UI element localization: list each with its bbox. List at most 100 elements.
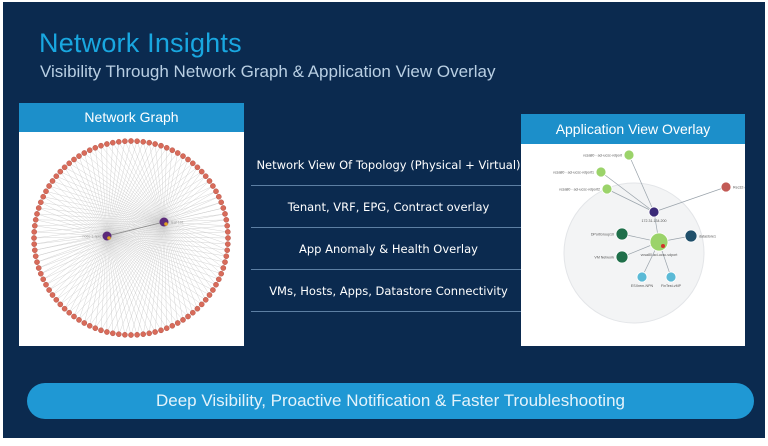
- graph-ring-node[interactable]: [33, 217, 38, 222]
- graph-ring-node[interactable]: [43, 189, 48, 194]
- graph-ring-node[interactable]: [180, 317, 185, 322]
- overlay-node[interactable]: [637, 272, 647, 282]
- graph-ring-node[interactable]: [221, 205, 226, 210]
- graph-ring-node[interactable]: [175, 320, 180, 325]
- graph-ring-node[interactable]: [54, 174, 59, 179]
- graph-ring-node[interactable]: [116, 139, 121, 144]
- overlay-node[interactable]: [596, 167, 606, 177]
- graph-ring-node[interactable]: [31, 235, 36, 240]
- graph-ring-node[interactable]: [222, 211, 227, 216]
- graph-ring-node[interactable]: [190, 310, 195, 315]
- graph-ring-node[interactable]: [225, 235, 230, 240]
- graph-ring-node[interactable]: [216, 194, 221, 199]
- graph-ring-node[interactable]: [153, 141, 158, 146]
- graph-ring-node[interactable]: [122, 332, 127, 337]
- graph-ring-node[interactable]: [128, 332, 133, 337]
- graph-ring-node[interactable]: [104, 141, 109, 146]
- graph-ring-node[interactable]: [38, 200, 43, 205]
- graph-ring-node[interactable]: [225, 248, 230, 253]
- graph-ring-node[interactable]: [62, 306, 67, 311]
- graph-ring-node[interactable]: [98, 143, 103, 148]
- graph-ring-node[interactable]: [203, 297, 208, 302]
- graph-ring-node[interactable]: [122, 139, 127, 144]
- graph-ring-node[interactable]: [225, 223, 230, 228]
- graph-ring-node[interactable]: [71, 157, 76, 162]
- graph-ring-node[interactable]: [41, 277, 46, 282]
- graph-ring-node[interactable]: [62, 165, 67, 170]
- graph-ring-node[interactable]: [158, 143, 163, 148]
- graph-ring-node[interactable]: [170, 148, 175, 153]
- graph-ring-node[interactable]: [47, 287, 52, 292]
- graph-ring-node[interactable]: [50, 292, 55, 297]
- graph-ring-node[interactable]: [54, 297, 59, 302]
- overlay-node[interactable]: [616, 251, 628, 263]
- graph-ring-node[interactable]: [36, 265, 41, 270]
- graph-ring-node[interactable]: [93, 326, 98, 331]
- graph-ring-node[interactable]: [164, 326, 169, 331]
- graph-ring-node[interactable]: [76, 154, 81, 159]
- graph-ring-node[interactable]: [104, 329, 109, 334]
- graph-ring-node[interactable]: [225, 242, 230, 247]
- graph-ring-node[interactable]: [203, 174, 208, 179]
- graph-ring-node[interactable]: [71, 314, 76, 319]
- overlay-node[interactable]: [624, 150, 634, 160]
- graph-ring-node[interactable]: [135, 139, 140, 144]
- graph-ring-node[interactable]: [158, 328, 163, 333]
- graph-ring-node[interactable]: [185, 157, 190, 162]
- graph-ring-node[interactable]: [34, 260, 39, 265]
- graph-ring-node[interactable]: [67, 161, 72, 166]
- graph-ring-node[interactable]: [210, 287, 215, 292]
- graph-ring-node[interactable]: [195, 165, 200, 170]
- graph-ring-node[interactable]: [128, 138, 133, 143]
- graph-ring-node[interactable]: [43, 282, 48, 287]
- graph-ring-node[interactable]: [50, 178, 55, 183]
- graph-ring-node[interactable]: [67, 310, 72, 315]
- graph-ring-node[interactable]: [33, 254, 38, 259]
- graph-ring-node[interactable]: [82, 150, 87, 155]
- overlay-node[interactable]: [650, 233, 668, 251]
- graph-ring-node[interactable]: [199, 302, 204, 307]
- graph-ring-node[interactable]: [190, 161, 195, 166]
- graph-ring-node[interactable]: [141, 332, 146, 337]
- graph-ring-node[interactable]: [76, 317, 81, 322]
- graph-ring-node[interactable]: [222, 260, 227, 265]
- graph-ring-node[interactable]: [224, 254, 229, 259]
- graph-ring-node[interactable]: [221, 265, 226, 270]
- graph-ring-node[interactable]: [32, 223, 37, 228]
- graph-ring-node[interactable]: [180, 154, 185, 159]
- graph-ring-node[interactable]: [38, 271, 43, 276]
- graph-ring-node[interactable]: [141, 139, 146, 144]
- graph-ring-node[interactable]: [175, 150, 180, 155]
- graph-ring-node[interactable]: [153, 329, 158, 334]
- graph-ring-node[interactable]: [82, 320, 87, 325]
- graph-ring-node[interactable]: [213, 282, 218, 287]
- graph-ring-node[interactable]: [98, 328, 103, 333]
- overlay-node[interactable]: [649, 207, 659, 217]
- graph-ring-node[interactable]: [110, 140, 115, 145]
- graph-ring-node[interactable]: [219, 271, 224, 276]
- graph-ring-node[interactable]: [224, 217, 229, 222]
- graph-ring-node[interactable]: [87, 323, 92, 328]
- graph-ring-node[interactable]: [116, 332, 121, 337]
- graph-ring-node[interactable]: [207, 178, 212, 183]
- graph-ring-node[interactable]: [213, 189, 218, 194]
- graph-ring-node[interactable]: [195, 306, 200, 311]
- graph-ring-node[interactable]: [216, 277, 221, 282]
- graph-ring-node[interactable]: [147, 331, 152, 336]
- graph-ring-node[interactable]: [41, 194, 46, 199]
- graph-ring-node[interactable]: [58, 169, 63, 174]
- graph-ring-node[interactable]: [219, 200, 224, 205]
- overlay-node[interactable]: [721, 182, 731, 192]
- graph-ring-node[interactable]: [34, 211, 39, 216]
- graph-ring-node[interactable]: [58, 302, 63, 307]
- graph-ring-node[interactable]: [170, 323, 175, 328]
- graph-ring-node[interactable]: [207, 292, 212, 297]
- graph-ring-node[interactable]: [93, 145, 98, 150]
- overlay-node[interactable]: [616, 228, 628, 240]
- graph-ring-node[interactable]: [32, 242, 37, 247]
- graph-ring-node[interactable]: [185, 314, 190, 319]
- graph-ring-node[interactable]: [225, 229, 230, 234]
- overlay-node[interactable]: [666, 272, 676, 282]
- graph-ring-node[interactable]: [110, 331, 115, 336]
- graph-ring-node[interactable]: [210, 183, 215, 188]
